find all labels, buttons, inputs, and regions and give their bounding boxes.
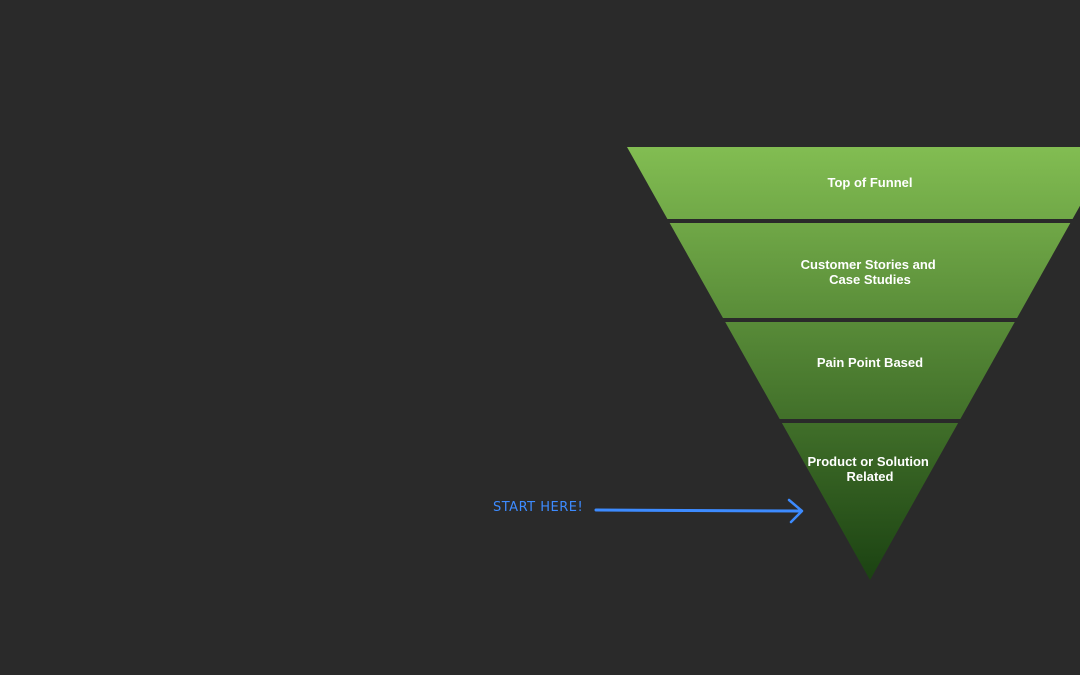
arrow-head-icon: [787, 498, 804, 524]
stage-label-pain-point: Pain Point Based: [817, 355, 923, 370]
stage-label-product-solution: Product or Solution Related: [808, 454, 933, 484]
stage-label-top-of-funnel: Top of Funnel: [828, 175, 913, 190]
arrow-shaft: [594, 508, 802, 513]
stage-label-customer-stories: Customer Stories and Case Studies: [801, 257, 940, 287]
funnel-stage-labels: Top of Funnel Customer Stories and Case …: [801, 175, 940, 484]
funnel-divider: [776, 419, 964, 423]
funnel-divider: [664, 219, 1076, 223]
funnel-triangle: [627, 147, 1080, 580]
funnel-dividers: [664, 219, 1076, 423]
funnel-divider: [720, 318, 1020, 322]
start-arrow: [594, 498, 804, 524]
start-here-label: START HERE!: [493, 500, 584, 515]
